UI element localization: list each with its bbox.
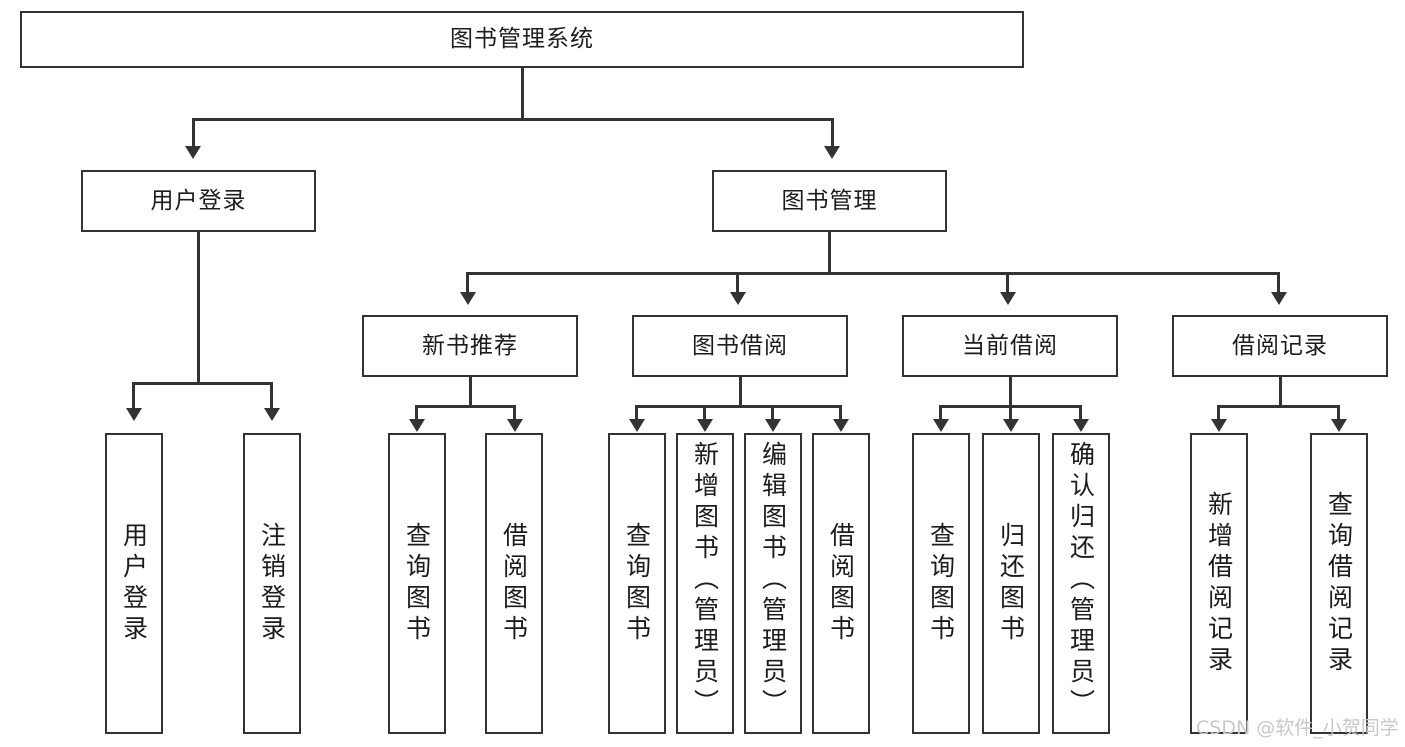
arrow-to-user-login: [185, 146, 201, 159]
connector-newbook-l2: [513, 405, 516, 421]
node-leaf-query-book-borrow[interactable]: 查询图书: [608, 433, 666, 734]
node-leaf-label: 查询图书: [926, 521, 956, 646]
arrow-leaf-return-book: [1003, 419, 1019, 432]
connector-record-trunk: [1279, 377, 1282, 405]
connector-borrow-bus: [636, 405, 842, 408]
arrow-to-book-manage: [824, 146, 840, 159]
node-leaf-edit-book-admin[interactable]: 编辑图书（管理员）: [744, 433, 802, 734]
node-leaf-label: 查询图书: [402, 521, 432, 646]
node-leaf-label: 借阅图书: [826, 521, 856, 646]
node-book-management[interactable]: 图书管理: [712, 170, 947, 232]
connector-newbook-bus: [416, 405, 515, 408]
arrow-to-borrow-record: [1271, 292, 1287, 305]
connector-user-login-l2: [270, 382, 273, 408]
connector-book-manage-bus: [467, 272, 1280, 275]
arrow-leaf-logout: [264, 408, 280, 421]
arrow-leaf-confirm-return: [1073, 419, 1089, 432]
node-book-management-label: 图书管理: [781, 187, 878, 214]
arrow-to-new-book: [460, 292, 476, 305]
arrow-leaf-borrow-book-2: [833, 419, 849, 432]
arrow-leaf-borrow-book-1: [507, 419, 523, 432]
connector-record-l2: [1337, 405, 1340, 421]
arrow-leaf-user-login: [126, 408, 142, 421]
node-new-book-recommend[interactable]: 新书推荐: [362, 315, 578, 377]
node-leaf-label: 查询借阅记录: [1324, 490, 1354, 677]
connector-current-l3: [1079, 405, 1082, 421]
node-leaf-query-book-recommend[interactable]: 查询图书: [388, 433, 446, 734]
connector-borrow-l1: [635, 405, 638, 421]
connector-root-trunk: [521, 68, 524, 118]
node-borrow-record-label: 借阅记录: [1232, 332, 1328, 359]
node-book-borrow[interactable]: 图书借阅: [632, 315, 848, 377]
connector-current-trunk: [1009, 377, 1012, 405]
connector-borrow-l4: [839, 405, 842, 421]
arrow-leaf-query-book-1: [409, 419, 425, 432]
connector-user-login-l1: [132, 382, 135, 408]
arrow-leaf-query-record: [1331, 419, 1347, 432]
node-new-book-recommend-label: 新书推荐: [422, 332, 518, 359]
node-leaf-logout[interactable]: 注销登录: [243, 433, 301, 734]
connector-borrow-l3: [771, 405, 774, 421]
node-leaf-return-book[interactable]: 归还图书: [982, 433, 1040, 734]
connector-book-manage-trunk: [828, 232, 831, 272]
node-leaf-borrow-book[interactable]: 借阅图书: [812, 433, 870, 734]
arrow-to-current-borrow: [1000, 292, 1016, 305]
connector-user-login-trunk: [197, 232, 200, 382]
node-leaf-label: 注销登录: [257, 521, 287, 646]
arrow-leaf-query-book-2: [629, 419, 645, 432]
node-leaf-label: 确认归还（管理员）: [1066, 441, 1096, 720]
node-current-borrow-label: 当前借阅: [962, 332, 1058, 359]
node-leaf-query-book-current[interactable]: 查询图书: [912, 433, 970, 734]
node-leaf-label: 新增借阅记录: [1204, 490, 1234, 677]
node-user-login-label: 用户登录: [150, 187, 247, 214]
node-leaf-add-borrow-record[interactable]: 新增借阅记录: [1190, 433, 1248, 734]
node-book-borrow-label: 图书借阅: [692, 332, 788, 359]
node-leaf-label: 编辑图书（管理员）: [758, 441, 788, 720]
connector-borrow-trunk: [739, 377, 742, 405]
node-root-label: 图书管理系统: [450, 26, 594, 53]
arrow-leaf-edit-book: [765, 419, 781, 432]
node-borrow-record[interactable]: 借阅记录: [1172, 315, 1388, 377]
connector-bm-c2: [736, 272, 739, 292]
node-leaf-borrow-book-recommend[interactable]: 借阅图书: [485, 433, 543, 734]
connector-record-l1: [1217, 405, 1220, 421]
connector-user-login-bus: [133, 382, 271, 385]
node-leaf-label: 查询图书: [622, 521, 652, 646]
node-leaf-label: 新增图书（管理员）: [690, 441, 720, 720]
node-leaf-label: 用户登录: [119, 521, 149, 646]
connector-newbook-l1: [415, 405, 418, 421]
connector-bm-c1: [466, 272, 469, 292]
connector-borrow-l2: [703, 405, 706, 421]
node-root-system[interactable]: 图书管理系统: [20, 11, 1024, 68]
connector-record-bus: [1218, 405, 1339, 408]
arrow-leaf-add-book: [697, 419, 713, 432]
node-leaf-query-borrow-record[interactable]: 查询借阅记录: [1310, 433, 1368, 734]
connector-current-l2: [1009, 405, 1012, 421]
arrow-leaf-query-book-3: [933, 419, 949, 432]
connector-to-user-login: [192, 118, 195, 146]
connector-to-book-manage: [831, 118, 834, 146]
node-leaf-confirm-return-admin[interactable]: 确认归还（管理员）: [1052, 433, 1110, 734]
connector-bm-c4: [1277, 272, 1280, 292]
connector-current-l1: [939, 405, 942, 421]
node-leaf-user-login[interactable]: 用户登录: [105, 433, 163, 734]
arrow-leaf-add-record: [1211, 419, 1227, 432]
node-current-borrow[interactable]: 当前借阅: [902, 315, 1118, 377]
node-user-login[interactable]: 用户登录: [81, 170, 316, 232]
connector-newbook-trunk: [469, 377, 472, 405]
arrow-to-borrow: [730, 292, 746, 305]
connector-bm-c3: [1006, 272, 1009, 292]
connector-root-bus: [193, 118, 833, 121]
node-leaf-label: 归还图书: [996, 521, 1026, 646]
node-leaf-add-book-admin[interactable]: 新增图书（管理员）: [676, 433, 734, 734]
node-leaf-label: 借阅图书: [499, 521, 529, 646]
